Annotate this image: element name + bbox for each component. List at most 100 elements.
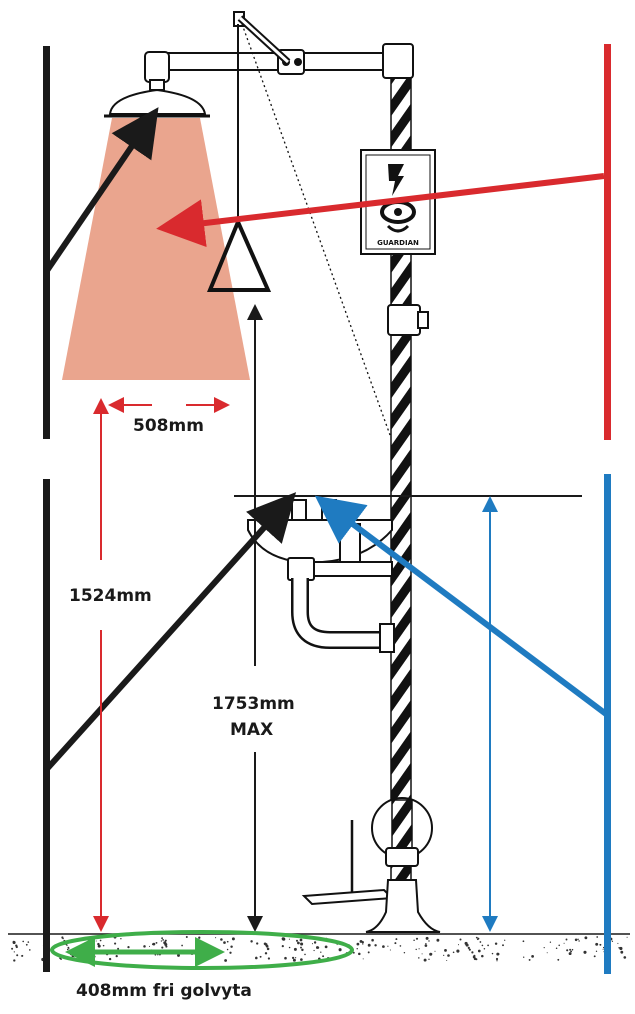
gravel-speck [108,957,112,961]
gravel-speck [494,942,498,945]
gravel-speck [626,936,628,938]
blue-arrow [314,495,608,717]
gravel-speck [481,954,484,958]
gravel-speck [226,948,229,951]
gravel-speck [67,946,70,949]
gravel-speck [571,948,574,951]
gravel-speck [66,944,68,947]
left-wall-bar-top [43,46,50,439]
gravel-speck [220,938,223,941]
gravel-speck [447,954,450,957]
gravel-speck [477,949,481,953]
gravel-speck [20,955,22,957]
gravel-speck [504,939,506,941]
gravel-speck [403,951,406,954]
gravel-speck [387,945,389,947]
gravel-speck [164,942,168,947]
gravel-speck [471,951,474,954]
gravel-speck [223,941,226,944]
gravel-speck [444,949,447,952]
gravel-speck [288,946,291,949]
gravel-speck [522,940,525,943]
gravel-speck [491,952,494,955]
gravel-speck [68,948,70,950]
gravel-speck [436,938,440,942]
gravel-speck [599,943,602,946]
gravel-speck [428,940,430,942]
gravel-speck [565,938,568,941]
gravel-speck [102,944,105,947]
gravel-speck [313,941,317,944]
gravel-speck [300,946,302,949]
gravel-speck [619,946,623,951]
gravel-speck [161,946,164,949]
gravel-speck [12,940,16,945]
gravel-speck [362,958,364,960]
gravel-speck [465,943,469,947]
gravel-speck [479,941,482,943]
gravel-speck [25,943,28,946]
gravel-speck [291,956,295,960]
gravel-speck [250,940,253,943]
floor-clearance-marker [50,930,354,970]
gravel-speck [583,950,587,954]
gravel-speck [115,954,118,958]
gravel-speck [555,947,558,950]
gravel-speck [28,949,31,951]
gravel-speck [95,940,97,942]
gravel-speck [78,947,81,950]
gravel-speck [93,955,96,958]
gravel-speck [356,948,358,950]
gravel-speck [22,940,25,943]
gravel-speck [322,955,325,958]
gravel-speck [371,938,374,942]
gravel-speck [265,944,269,948]
label-max: MAX [230,720,274,740]
gravel-speck [86,944,90,948]
gravel-speck [423,958,427,962]
gravel-speck [301,948,304,952]
foot-pedal-icon [301,820,441,933]
label-floor-clearance: 408mm fri golvyta [76,981,252,1001]
red-bar [604,44,611,440]
gravel-speck [578,940,580,942]
gravel-speck [215,937,217,939]
pipe-fitting-top [382,43,414,79]
gravel-speck [13,951,15,953]
gravel-speck [362,943,364,945]
gravel-speck [148,945,151,947]
gravel-speck [496,952,500,956]
gravel-speck [602,948,604,950]
gravel-speck [617,942,619,944]
gravel-speck [621,952,623,954]
blue-bar [604,474,611,974]
gravel-speck [443,954,445,956]
gravel-speck [66,948,69,951]
gravel-speck [382,945,385,948]
gravel-speck [502,944,504,947]
gravel-speck [16,954,19,957]
gravel-speck [395,938,398,941]
gravel-speck [413,939,415,942]
gravel-speck [62,937,64,940]
gravel-speck [425,943,427,945]
gravel-speck [483,948,486,950]
gravel-speck [428,958,430,960]
gravel-speck [421,953,423,955]
gravel-speck [356,942,360,946]
gravel-speck [266,947,270,951]
gravel-speck [11,947,14,950]
gravel-speck [292,958,296,962]
gravel-speck [399,945,402,947]
gravel-speck [80,944,83,946]
gravel-speck [584,936,588,940]
gravel-speck [452,951,455,954]
gravel-speck [13,959,16,962]
gravel-speck [256,942,259,945]
gravel-speck [224,959,228,962]
gravel-speck [336,944,338,946]
black-arrow-eyewash [43,492,297,773]
pull-rod [233,11,391,436]
gravel-speck [456,949,460,953]
